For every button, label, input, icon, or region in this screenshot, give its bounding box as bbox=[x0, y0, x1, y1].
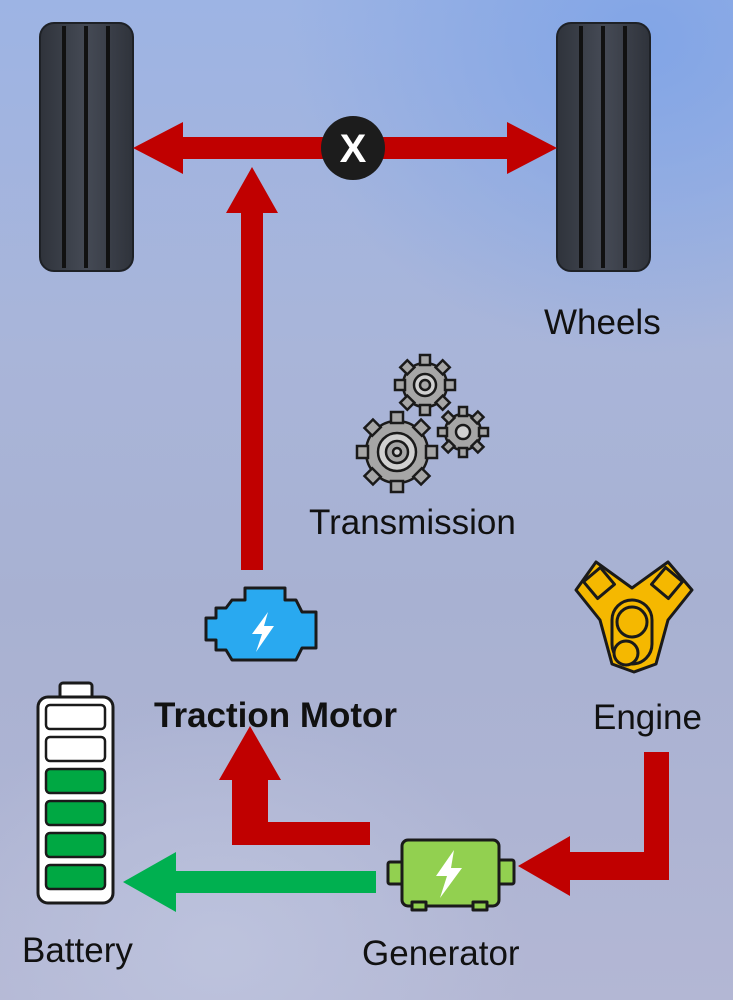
battery-icon bbox=[36, 681, 115, 905]
battery-cell-charged bbox=[44, 831, 107, 859]
battery-cell-charged bbox=[44, 863, 107, 891]
engine-label: Engine bbox=[593, 698, 702, 737]
wheels-label: Wheels bbox=[544, 303, 661, 342]
transmission-label: Transmission bbox=[309, 503, 516, 542]
motor-to-axle-arrow bbox=[226, 167, 278, 570]
generator-to-battery-arrow bbox=[123, 852, 376, 912]
differential-marker: X bbox=[321, 116, 385, 180]
generator-to-motor-arrow bbox=[219, 726, 370, 845]
left-wheel-icon bbox=[39, 22, 134, 272]
battery-label: Battery bbox=[22, 931, 133, 970]
right-wheel-icon bbox=[556, 22, 651, 272]
battery-cell-charged bbox=[44, 799, 107, 827]
gears-icon bbox=[355, 353, 490, 494]
differential-x-label: X bbox=[340, 127, 367, 171]
electric-motor-icon bbox=[204, 586, 318, 662]
traction-motor-label: Traction Motor bbox=[154, 696, 398, 735]
battery-cell-charged bbox=[44, 767, 107, 795]
engine-icon bbox=[574, 560, 694, 674]
engine-to-generator-arrow bbox=[518, 752, 669, 896]
generator-label: Generator bbox=[362, 934, 520, 973]
battery-cell-empty bbox=[44, 703, 107, 731]
battery-cell-empty bbox=[44, 735, 107, 763]
generator-icon bbox=[386, 838, 516, 912]
